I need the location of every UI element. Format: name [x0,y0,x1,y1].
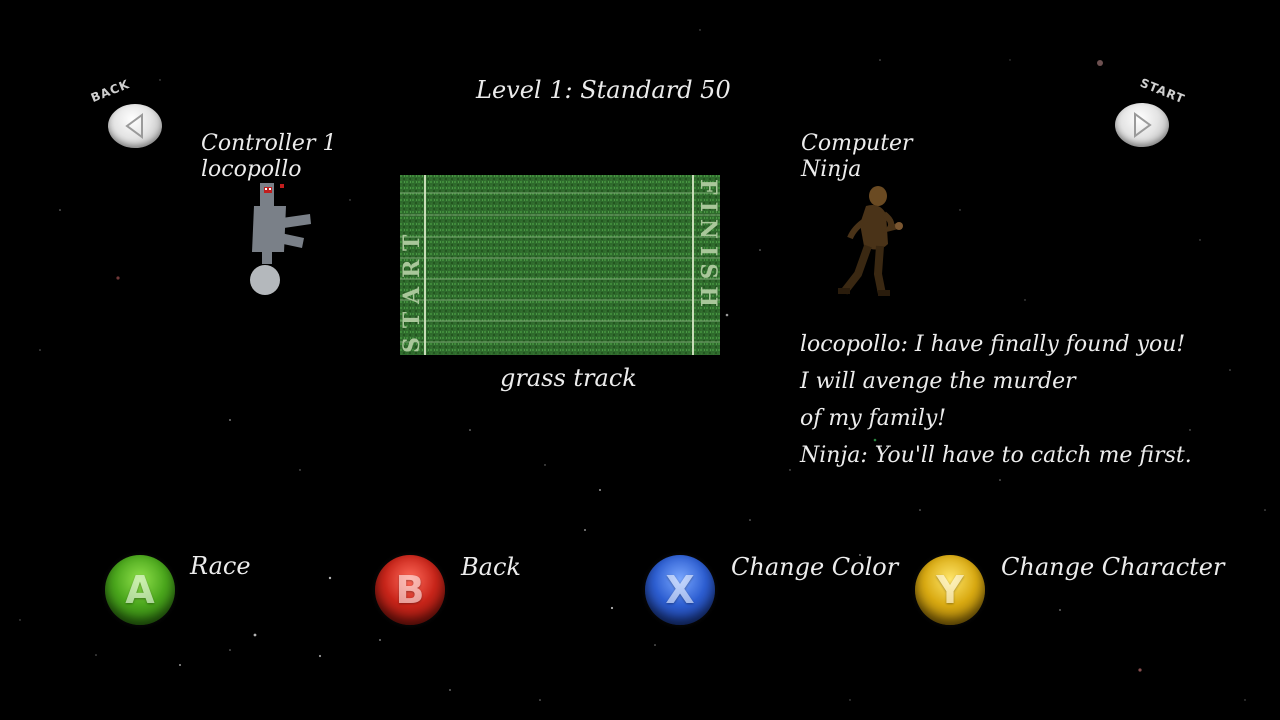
player2-label: Computer Ninja [801,131,913,183]
player1-controller: Controller 1 [201,131,337,156]
player2-controller: Computer [801,131,913,156]
back-button[interactable] [108,104,162,148]
change-character-label: Change Character [1001,553,1225,581]
track-finish-text: FINISH [695,179,720,314]
x-button-letter: X [665,568,695,612]
a-button-letter: A [125,568,155,612]
change-color-label: Change Color [731,553,899,581]
robot-character-sprite[interactable] [240,178,320,298]
y-button-icon[interactable]: Y [915,555,985,625]
level-title: Level 1: Standard 50 [476,76,731,104]
dialog-line: Ninja: You'll have to catch me first. [800,443,1192,468]
x-button-icon[interactable]: X [645,555,715,625]
track-start-text: START [400,226,425,353]
race-label: Race [190,552,251,580]
start-button[interactable] [1115,103,1169,147]
story-dialog: locopollo: I have finally found you! I w… [800,326,1192,474]
dialog-line: of my family! [800,406,947,431]
ninja-character-sprite[interactable] [828,184,908,304]
play-arrow-icon [1134,112,1152,138]
dialog-line: locopollo: I have finally found you! [800,332,1186,357]
dialog-line: I will avenge the murder [800,369,1076,394]
a-button-icon[interactable]: A [105,555,175,625]
back-label: Back [461,553,521,581]
track-preview-image[interactable]: START FINISH [400,175,720,355]
y-button-letter: Y [936,568,964,612]
track-name: grass track [500,364,637,392]
player1-name: locopollo [201,157,302,182]
back-arrow-icon [125,113,143,139]
b-button-letter: B [395,568,425,612]
player2-name: Ninja [801,157,862,182]
b-button-icon[interactable]: B [375,555,445,625]
player1-label: Controller 1 locopollo [201,131,336,183]
